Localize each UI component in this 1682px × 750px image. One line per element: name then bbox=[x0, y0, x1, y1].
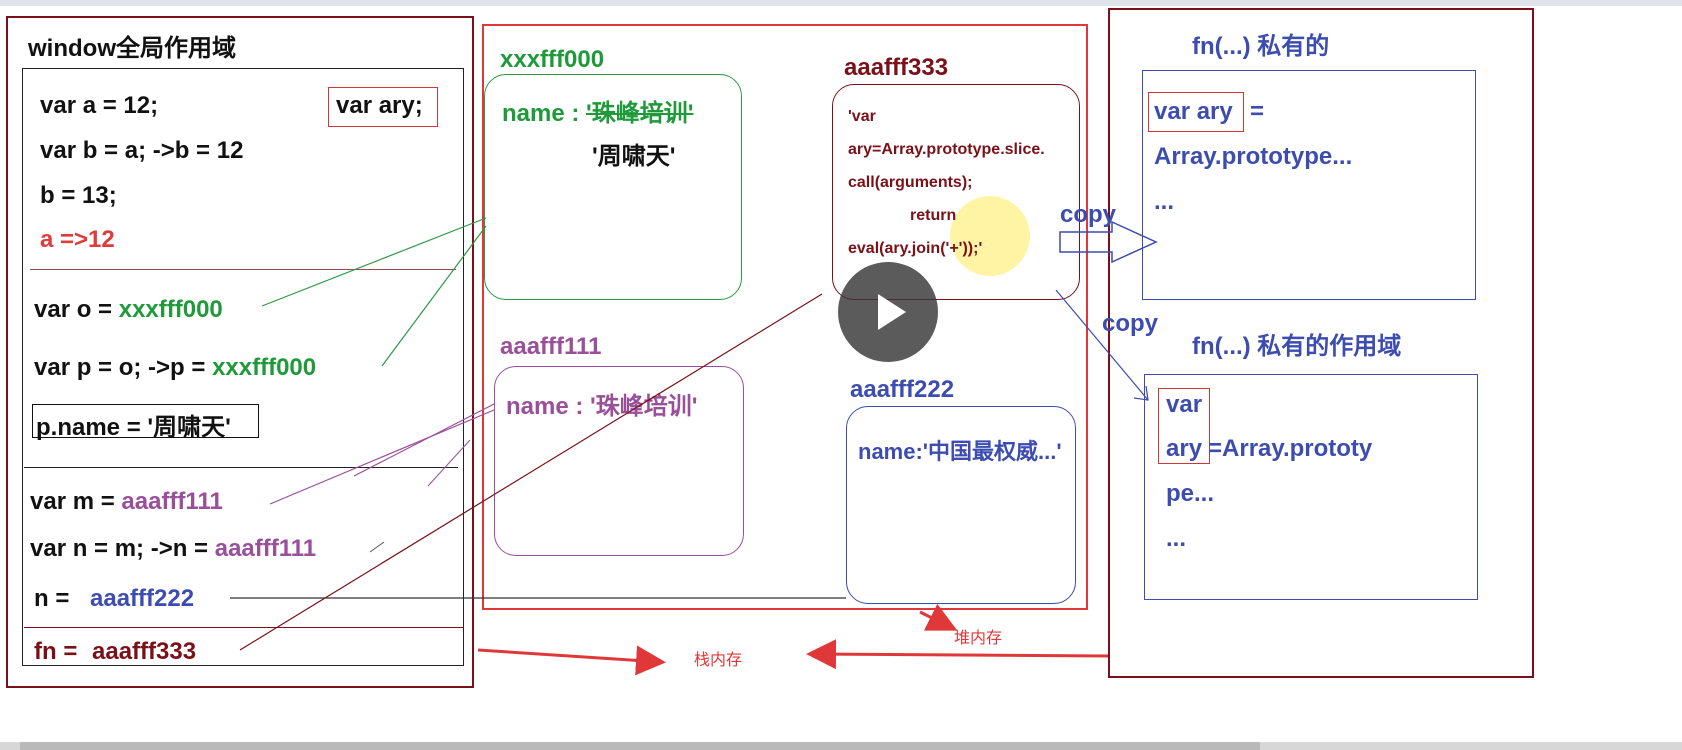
line-var-p: var p = o; ->p = xxxfff000 bbox=[34, 354, 316, 382]
heap-fn-code-3: call(arguments); bbox=[848, 174, 973, 191]
heap-fn-address: aaafff333 bbox=[844, 54, 949, 81]
heap-label-arrow bbox=[919, 603, 958, 631]
line-p-name: p.name = '周啸天' bbox=[36, 414, 231, 441]
heap-obj1-address: xxxfff000 bbox=[500, 46, 605, 73]
n-assign-prefix: n = bbox=[34, 585, 77, 612]
line-var-o: var o = xxxfff000 bbox=[34, 296, 223, 324]
divider-1 bbox=[30, 269, 456, 270]
play-button[interactable] bbox=[838, 262, 938, 362]
var-m-prefix: var m = bbox=[30, 488, 122, 515]
heap-obj1-new-value: '周啸天' bbox=[592, 143, 676, 170]
scrollbar-thumb[interactable] bbox=[20, 742, 1260, 750]
link-mark-2 bbox=[369, 541, 385, 553]
line-b-13: b = 13; bbox=[40, 182, 117, 209]
play-icon bbox=[878, 294, 906, 330]
private1-title: fn(...) 私有的 bbox=[1192, 33, 1330, 60]
stack-memory-label: 栈内存 bbox=[694, 652, 743, 669]
var-p-address: xxxfff000 bbox=[212, 354, 317, 381]
var-n-prefix: var n = m; ->n = bbox=[30, 535, 215, 562]
var-o-prefix: var o = bbox=[34, 296, 119, 323]
divider-2 bbox=[24, 467, 458, 468]
private2-var-ary-box bbox=[1158, 388, 1210, 464]
heap-obj3-box bbox=[846, 406, 1076, 604]
line-fn: fn = aaafff333 bbox=[34, 638, 196, 666]
stack-label-arrow bbox=[477, 645, 666, 676]
heap-obj3-address: aaafff222 bbox=[850, 376, 955, 403]
private1-line-2: ... bbox=[1154, 188, 1175, 215]
private2-var: var bbox=[1166, 391, 1203, 418]
heap-fn-code-2: ary=Array.prototype.slice. bbox=[848, 141, 1045, 158]
private2-ary: ary bbox=[1166, 435, 1203, 462]
link-m-to-obj2 bbox=[269, 409, 495, 505]
line-var-b: var b = a; ->b = 12 bbox=[40, 137, 244, 164]
var-o-address: xxxfff000 bbox=[118, 296, 223, 323]
cursor-highlight bbox=[950, 196, 1030, 276]
line-var-n: var n = m; ->n = aaafff111 bbox=[30, 535, 316, 563]
private2-rest: =Array.prototy bbox=[1208, 435, 1373, 462]
private2-line-1: pe... bbox=[1166, 480, 1215, 507]
private-scope-frame bbox=[1108, 8, 1534, 678]
heap-obj1-box bbox=[484, 74, 742, 300]
private1-box bbox=[1142, 70, 1476, 300]
heap-fn-box bbox=[832, 84, 1080, 300]
heap-memory-label: 堆内存 bbox=[954, 630, 1003, 647]
link-p-to-obj1 bbox=[381, 225, 487, 367]
private2-title: fn(...) 私有的作用域 bbox=[1192, 333, 1402, 360]
var-m-address: aaafff111 bbox=[121, 488, 223, 515]
var-ary-box bbox=[328, 87, 438, 127]
private2-line-2: ... bbox=[1166, 525, 1187, 552]
line-n-assign: n = aaafff222 bbox=[34, 585, 194, 613]
fn-address: aaafff333 bbox=[92, 638, 197, 665]
heap-obj1-label: name : '珠峰培训' bbox=[502, 93, 693, 128]
heap-fn-code-4: return bbox=[910, 207, 957, 224]
heap-fn-code-1: 'var bbox=[848, 108, 876, 125]
link-fn-to-heapfn bbox=[239, 293, 823, 651]
fn-prefix: fn = bbox=[34, 638, 85, 665]
heap-obj2-box bbox=[494, 366, 744, 556]
private1-var-ary-box bbox=[1148, 92, 1244, 132]
copy-label-1: copy bbox=[1060, 201, 1117, 228]
window-scope-inner bbox=[22, 68, 464, 666]
window-scope-title: window全局作用域 bbox=[28, 35, 236, 62]
link-mark-1 bbox=[427, 439, 471, 487]
heap-obj2-text: name : '珠峰培训' bbox=[506, 393, 698, 420]
var-n-address: aaafff111 bbox=[214, 535, 317, 562]
heap-obj2-address: aaafff111 bbox=[500, 333, 602, 360]
line-var-m: var m = aaafff111 bbox=[30, 488, 223, 516]
link-n-to-obj2 bbox=[353, 403, 495, 477]
var-p-prefix: var p = o; ->p = bbox=[34, 354, 213, 381]
var-ary-text: var ary; bbox=[336, 92, 423, 119]
stack-label-arrow-right bbox=[806, 639, 1109, 670]
link-o-to-obj1 bbox=[261, 217, 487, 307]
p-name-box bbox=[32, 404, 259, 438]
heap-obj1-old-value: '珠峰培训' bbox=[586, 100, 694, 127]
private1-equals: = bbox=[1250, 98, 1265, 125]
private1-var-ary: var ary bbox=[1154, 98, 1233, 125]
heap-fn-code-5: eval(ary.join('+'));' bbox=[848, 240, 983, 257]
top-toolbar-strip bbox=[0, 0, 1682, 6]
line-a-12: a =>12 bbox=[40, 226, 115, 253]
heap-obj3-text: name:'中国最权威...' bbox=[858, 439, 1062, 464]
divider-3 bbox=[24, 627, 464, 628]
copy-arrow-2 bbox=[1055, 289, 1149, 401]
heap-memory-frame bbox=[482, 24, 1088, 610]
heap-obj1-name-key: name : bbox=[502, 100, 587, 127]
copy-arrow-2-head bbox=[1133, 385, 1149, 401]
n-assign-address: aaafff222 bbox=[90, 585, 195, 612]
copy-label-2: copy bbox=[1102, 310, 1159, 337]
copy-arrow-1 bbox=[1059, 220, 1158, 264]
private2-box bbox=[1144, 374, 1478, 600]
line-var-a: var a = 12; bbox=[40, 92, 159, 119]
private1-line-1: Array.prototype... bbox=[1154, 143, 1353, 170]
window-scope-frame bbox=[6, 16, 474, 688]
